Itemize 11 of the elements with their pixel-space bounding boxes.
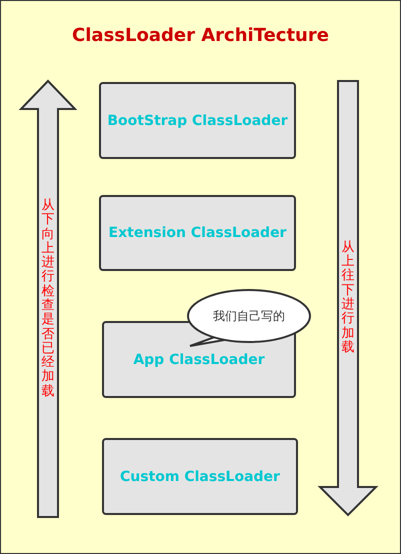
classloader-box [102, 438, 298, 515]
bubble-text: 我们自己写的 [213, 308, 285, 324]
classloader-box [99, 195, 296, 271]
classloader-box [99, 82, 296, 159]
arrow-label: 从上往下进行加载 [342, 240, 354, 356]
box-label: App ClassLoader [133, 352, 265, 368]
arrow-label: 从下向上进行检查是否已经加载 [42, 198, 54, 400]
title: ClassLoader ArchiTecture [71, 25, 330, 46]
box-label: Extension ClassLoader [108, 225, 286, 241]
box-label: BootStrap ClassLoader [107, 112, 288, 128]
box-label: Custom ClassLoader [120, 468, 280, 484]
